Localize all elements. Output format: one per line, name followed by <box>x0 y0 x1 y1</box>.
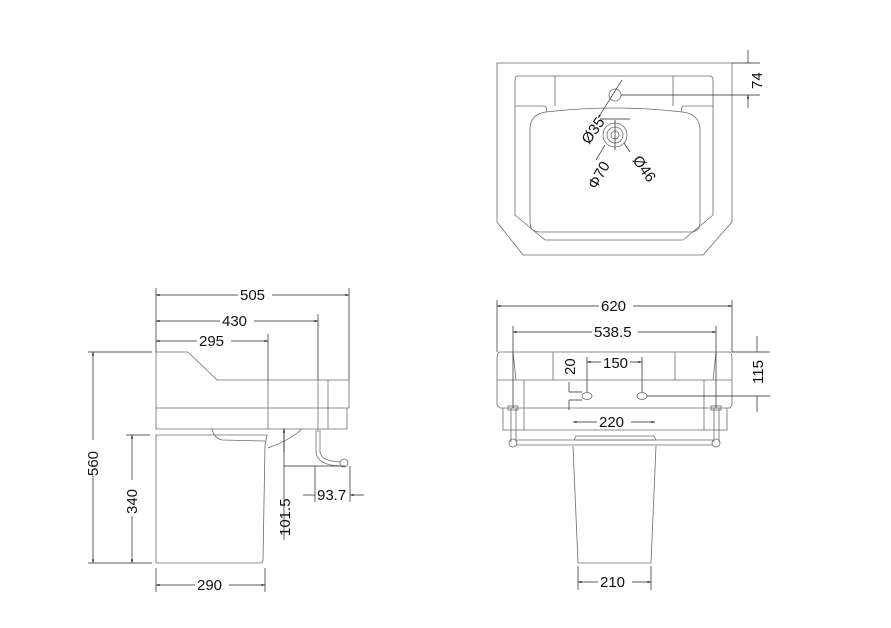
dim-93-7: 93.7 <box>317 487 346 504</box>
side-view: 505 430 295 560 340 290 101.5 93.7 <box>84 286 364 594</box>
dim-220: 220 <box>599 414 624 431</box>
dim-115: 115 <box>750 360 767 384</box>
trap-ball <box>339 458 349 468</box>
rail-supports <box>510 408 720 442</box>
front-view: 620 538.5 150 20 220 115 210 <box>496 297 770 591</box>
waste-leader-2 <box>623 142 631 153</box>
rail-ball-left <box>508 438 518 448</box>
dim-20: 20 <box>562 358 579 375</box>
waste-crosshair <box>600 118 630 150</box>
dim-20-line <box>568 382 582 410</box>
towel-rail <box>516 439 713 446</box>
dim-waste-inner: Ø46 <box>629 153 659 186</box>
dim-210-ext <box>577 566 652 590</box>
fixing-hole-right <box>636 392 648 400</box>
dim-620: 620 <box>601 298 626 315</box>
rail-ball-right <box>711 438 721 448</box>
side-ext-v <box>88 351 152 564</box>
trap-pipe <box>315 430 341 467</box>
top-view: Ø35 Φ70 Ø46 74 <box>496 50 766 256</box>
top-deck-lines <box>515 76 713 113</box>
dim-101-5: 101.5 <box>277 498 294 536</box>
front-ext <box>496 300 733 408</box>
dim-150: 150 <box>603 355 628 372</box>
dim-430: 430 <box>222 313 247 330</box>
front-basin <box>496 351 733 409</box>
front-pedestal <box>572 445 657 564</box>
dim-538-5: 538.5 <box>594 324 632 341</box>
dim-560: 560 <box>85 451 102 476</box>
tap-leader <box>597 79 623 119</box>
bowl <box>529 107 701 233</box>
top-inner-rim <box>514 75 714 241</box>
dim-340: 340 <box>124 489 141 514</box>
dim-tap-offset: 74 <box>749 72 766 89</box>
dim-505: 505 <box>240 287 265 304</box>
waste-leader <box>595 144 606 161</box>
dim-295: 295 <box>199 333 224 350</box>
dim-290-ext <box>155 568 266 592</box>
side-pedestal <box>155 434 268 564</box>
side-basin <box>155 351 350 432</box>
dim-210: 210 <box>600 574 625 591</box>
front-apron <box>502 380 728 431</box>
dim-waste-outer: Φ70 <box>585 159 614 192</box>
dim-115-line <box>647 336 770 412</box>
pedestal-top <box>573 435 657 441</box>
side-pedestal-top <box>211 428 303 449</box>
dim-290: 290 <box>197 577 222 594</box>
fixing-hole-left <box>581 392 593 400</box>
dim-74-ext <box>621 62 760 96</box>
